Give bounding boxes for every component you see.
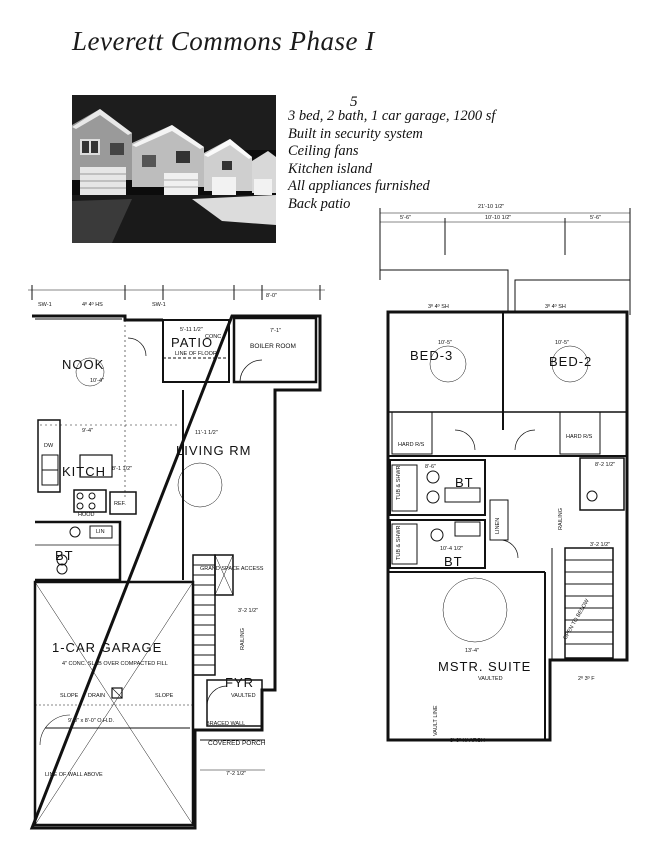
note-hard-left: HARD R/S [398,442,425,448]
first-floor-plan [28,285,325,830]
note-line-of-floor: LINE OF FLOOR [175,351,217,357]
dim-overall: 21'-10 1/2" [478,204,504,210]
feature-line: Back patio [288,195,351,212]
dim-bed3: 10'-5" [438,340,452,346]
note-braced-wall: BRACED WALL [206,721,245,727]
dim-bath-upper: 8'-6" [425,464,436,470]
room-label-kitchen: KITCH [62,464,106,479]
note-tub-upper: TUB & SHWR [396,465,402,500]
second-floor-plan [379,208,631,742]
townhouse-photo [72,95,276,243]
window-sw1-right: SW-1 [152,302,166,308]
note-railing-upper: RAILING [558,508,564,530]
dim-porch: 7'-2 1/2" [226,771,246,777]
dim-kitchen-2: 8'-1 1/2" [112,466,132,472]
window-bed2: 3º 4º SH [545,303,566,310]
note-conc: CONC [205,334,221,340]
room-label-foyer: FYR [225,675,254,690]
dim-stair: 3'-2 1/2" [590,542,610,548]
feature-list: 5 3 bed, 2 bath, 1 car garage, 1200 sf B… [288,94,496,213]
townhouse-photo-illustration [72,95,276,243]
note-linen: LINEN [495,518,501,534]
note-drain: DRAIN [88,693,105,699]
note-garage-slab: 4" CONC. SLAB OVER COMPACTED FILL [62,661,168,667]
dim-boiler: 7'-1" [270,328,281,334]
dim-top: 8'-0" [266,293,277,299]
note-open-below: OPEN TO BELOW [563,598,592,641]
dim-bath-lower: 10'-4 1/2" [440,546,463,552]
note-slope-right: SLOPE [155,693,174,699]
note-stairs: GRAND SPACE ACCESS [200,566,264,572]
window-sw1-left: SW-1 [38,302,52,308]
window-top: 4º 4º HS [82,301,103,308]
feature-line: Built in security system [288,125,423,142]
window-bed3: 3º 4º SH [428,303,449,310]
note-slope-left: SLOPE [60,693,79,699]
appliance-ref: REF. [114,501,126,507]
note-arch: 8'-0" H/ ARCH [450,738,485,744]
dim-left: 5'-6" [400,215,411,221]
dim-kitchen: 9'-4" [82,428,93,434]
dim-nook: 10'-4" [90,378,104,384]
note-hard-right: HARD R/S [566,434,593,440]
note-line-of-wall: LINE OF WALL ABOVE [45,772,103,778]
room-label-living: LIVING RM [176,443,251,458]
note-vaulted-foyer: VAULTED [231,693,256,699]
room-label-bath-lower: BT [444,554,463,569]
note-lin: LIN [96,529,105,535]
dim-living: 11'-1 1/2" [195,430,218,436]
note-covered-porch: COVERED PORCH [208,740,266,747]
window-bottom: 2º 3º F [578,675,595,682]
room-label-boiler: BOILER ROOM [250,343,296,350]
room-label-bed2: BED-2 [549,354,592,369]
feature-line: Kitchen island [288,160,373,177]
feature-line: Ceiling fans [288,143,359,159]
dim-master: 13'-4" [465,648,479,654]
page-title: Leverett Commons Phase I [72,26,375,56]
dim-bed2: 10'-5" [555,340,569,346]
room-label-master: MSTR. SUITE [438,659,531,674]
feature-line: All appliances furnished [288,178,430,194]
bath-half-superscript: 5 [350,94,358,110]
dim-mid: 10'-10 1/2" [485,215,511,221]
note-vault-line: VAULT LINE [433,705,439,736]
note-railing: RAILING [240,628,246,650]
room-label-nook: NOOK [62,357,104,372]
dim-right: 5'-6" [590,215,601,221]
appliance-hood: HOOD [78,512,95,518]
room-label-patio: PATIO [171,335,213,350]
feature-line: 3 bed, 2 bath, 1 car garage, 1200 sf [288,108,496,124]
note-garage-door: 9'-0" x 8'-0" O.H.D. [68,718,115,724]
room-label-bath-upper: BT [455,475,474,490]
dim-patio: 5'-11 1/2" [180,327,203,333]
room-label-bed3: BED-3 [410,348,453,363]
note-tub-lower: TUB & SHWR [396,525,402,560]
appliance-dw: DW [44,443,54,449]
dim-foyer: 3'-2 1/2" [238,608,258,614]
dim-right-bath: 8'-2 1/2" [595,462,615,468]
room-label-bath: BT [55,548,74,563]
room-label-garage: 1-CAR GARAGE [52,640,162,655]
note-master-vaulted: VAULTED [478,676,503,682]
